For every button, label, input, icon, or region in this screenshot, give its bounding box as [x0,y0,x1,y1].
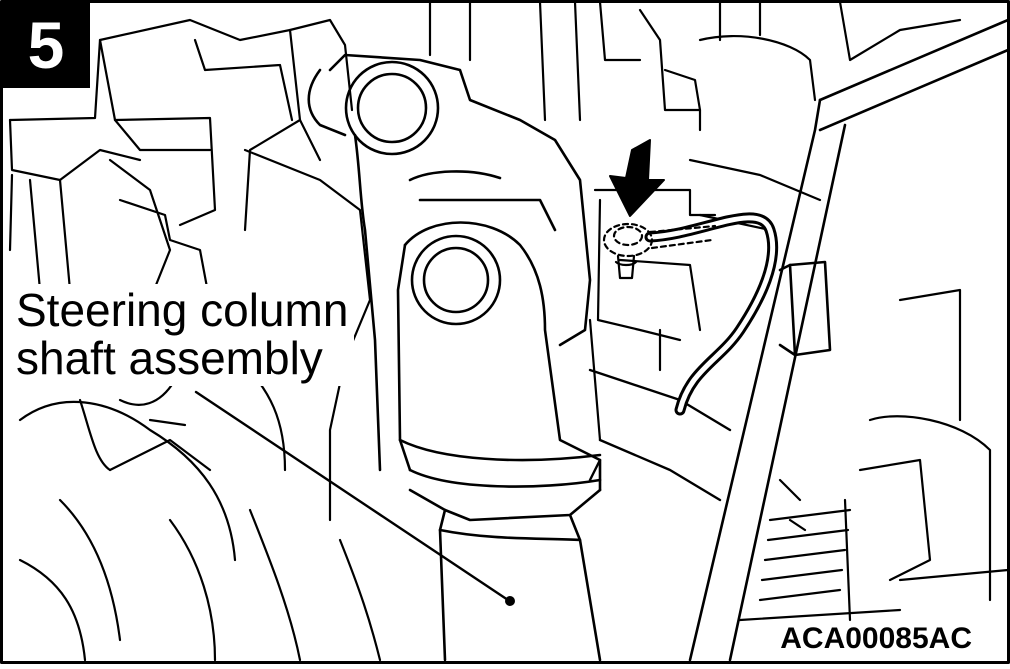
lower-right-parts [738,288,1010,622]
ground-bolt-shank [614,254,638,280]
center-bracket [588,188,717,442]
lower-shaft [438,508,602,662]
step-number-badge: 5 [2,2,90,88]
ground-wire [644,212,779,416]
cross-bar [588,368,732,502]
right-rail [688,18,1010,662]
callout-leader-line [194,390,510,602]
callout-leader-dot [505,596,515,606]
ground-bolt [602,222,717,258]
callout-line-2: shaft assembly [16,332,323,384]
left-bracket-structure [8,18,382,662]
down-arrow-icon [609,139,665,217]
lower-yoke [396,221,602,522]
step-number: 5 [27,8,65,82]
part-callout-label: Steering column shaft assembly [14,284,355,386]
upper-yoke [307,53,592,472]
callout-line-1: Steering column [16,284,349,336]
figure-code: ACA00085AC [776,622,976,656]
